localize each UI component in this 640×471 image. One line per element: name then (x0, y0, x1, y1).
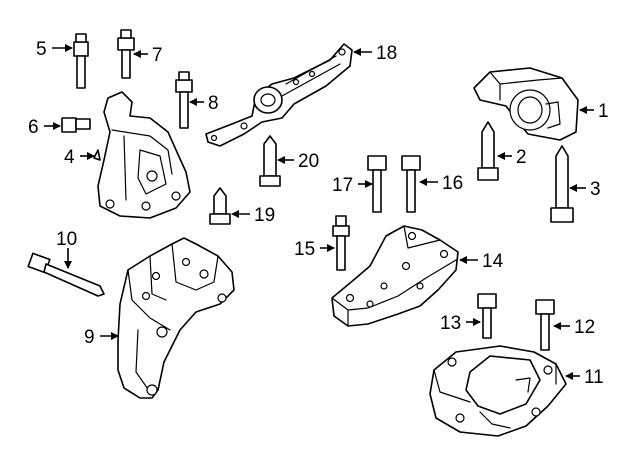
callout-2: 2 (516, 147, 527, 168)
callout-7: 7 (152, 45, 163, 66)
part-9-transmission-bracket (117, 237, 235, 399)
callout-14: 14 (482, 251, 504, 272)
part-4-engine-mount (93, 91, 191, 219)
part-2-bolt (477, 121, 499, 181)
part-12-bolt (535, 299, 555, 351)
callout-5: 5 (36, 39, 47, 60)
callout-6: 6 (28, 117, 39, 138)
part-5-stud (73, 33, 89, 89)
part-6-bolt (61, 117, 91, 133)
callout-10: 10 (56, 229, 77, 250)
part-16-bolt (401, 155, 421, 213)
callout-9: 9 (84, 327, 95, 348)
callout-20: 20 (298, 151, 319, 172)
callout-4: 4 (64, 147, 75, 168)
callout-17: 17 (332, 175, 353, 196)
part-15-stud (332, 215, 350, 271)
callout-11: 11 (584, 367, 604, 388)
part-17-bolt (367, 155, 387, 213)
part-10-bolt (27, 252, 105, 297)
callout-16: 16 (442, 173, 463, 194)
part-3-bolt (550, 145, 574, 223)
callout-8: 8 (208, 93, 219, 114)
part-20-bolt (259, 135, 281, 187)
part-11-transmission-mount (429, 345, 567, 437)
callout-19: 19 (254, 205, 275, 226)
part-8-bolt (175, 71, 193, 129)
part-1-mount-bracket (473, 67, 579, 141)
part-14-mount-plate (331, 225, 459, 327)
part-7-bolt (117, 29, 135, 79)
part-13-bolt (477, 293, 497, 339)
callout-15: 15 (294, 239, 315, 260)
part-18-torque-rod (205, 43, 353, 147)
callout-13: 13 (440, 313, 461, 334)
callout-12: 12 (574, 317, 595, 338)
callout-1: 1 (598, 101, 609, 122)
part-19-bolt (209, 187, 231, 225)
callout-18: 18 (376, 43, 397, 64)
callout-3: 3 (590, 179, 601, 200)
